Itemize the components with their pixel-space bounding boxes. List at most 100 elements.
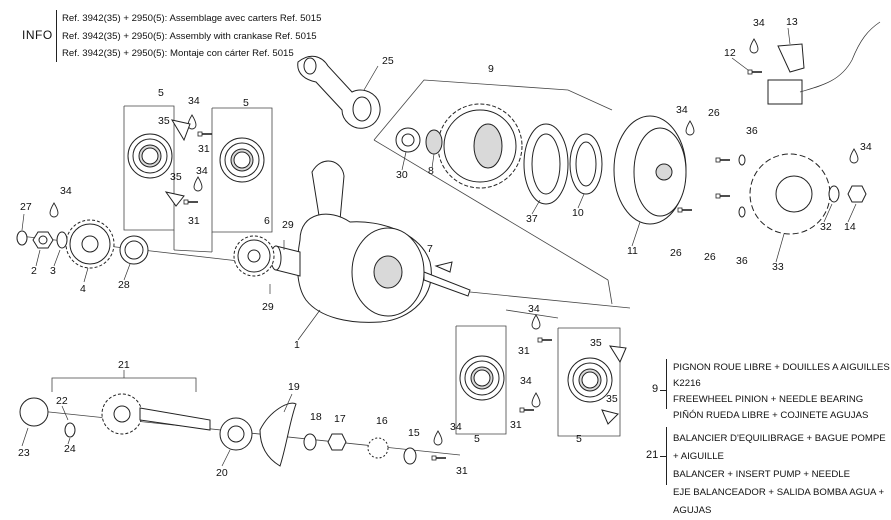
wiring bbox=[799, 21, 881, 93]
gear-6 bbox=[233, 235, 275, 277]
bearing-28 bbox=[119, 235, 149, 265]
callout-34-b: 34 bbox=[188, 95, 200, 107]
info-label: INFO bbox=[22, 28, 53, 42]
clip-35-a bbox=[170, 119, 191, 142]
callout-16: 16 bbox=[376, 415, 388, 427]
screw-31-c bbox=[537, 337, 553, 343]
crankshaft bbox=[270, 160, 471, 323]
callout-31-c: 31 bbox=[518, 345, 530, 357]
weight-19 bbox=[259, 402, 297, 467]
callout-26-c: 26 bbox=[704, 251, 716, 263]
callout-30: 30 bbox=[396, 169, 408, 181]
callout-5-c: 5 bbox=[474, 433, 480, 445]
legend-21-line-en: BALANCER + INSERT PUMP + NEEDLE bbox=[673, 469, 851, 480]
callout-9: 9 bbox=[488, 63, 494, 75]
callout-32: 32 bbox=[820, 221, 832, 233]
rotor-11 bbox=[613, 115, 687, 225]
callout-8: 8 bbox=[428, 165, 434, 177]
info-line-en: Ref. 3942(35) + 2950(5): Assembly with c… bbox=[62, 30, 317, 42]
connecting-rod-top bbox=[297, 55, 381, 129]
clip-35-d bbox=[601, 409, 619, 425]
callout-37: 37 bbox=[526, 213, 538, 225]
callout-31-e: 31 bbox=[456, 465, 468, 477]
callout-20: 20 bbox=[216, 467, 228, 479]
callout-25: 25 bbox=[382, 55, 394, 67]
assembly-bracket-21 bbox=[51, 377, 197, 392]
freewheel-37 bbox=[523, 123, 569, 205]
callout-34-i: 34 bbox=[450, 421, 462, 433]
callout-26-a: 26 bbox=[708, 107, 720, 119]
bearing-5-left-a bbox=[127, 133, 173, 179]
callout-35-a: 35 bbox=[158, 115, 170, 127]
sealant-drop-34-f bbox=[849, 148, 859, 164]
screw-26-a bbox=[715, 157, 731, 163]
screw-12 bbox=[747, 69, 763, 75]
screw-26-c bbox=[677, 207, 693, 213]
washer-36-b bbox=[738, 206, 746, 218]
seal-30 bbox=[395, 127, 421, 153]
callout-2: 2 bbox=[31, 265, 37, 277]
gear-16 bbox=[367, 437, 389, 459]
callout-34-g: 34 bbox=[528, 303, 540, 315]
ring-10 bbox=[569, 133, 603, 195]
sealant-drop-34-a bbox=[49, 202, 59, 218]
washer-3 bbox=[56, 231, 68, 249]
nut-17 bbox=[327, 433, 347, 451]
screw-31-d bbox=[519, 407, 535, 413]
screw-26-b bbox=[715, 193, 731, 199]
legend-21-bar bbox=[666, 427, 667, 485]
callout-17: 17 bbox=[334, 413, 346, 425]
callout-34-f: 34 bbox=[860, 141, 872, 153]
legend-21-line-fr: BALANCIER D'EQUILIBRAGE + BAGUE POMPE + … bbox=[673, 433, 886, 462]
callout-4: 4 bbox=[80, 283, 86, 295]
callout-5-d: 5 bbox=[576, 433, 582, 445]
callout-33: 33 bbox=[772, 261, 784, 273]
callout-35-c: 35 bbox=[590, 337, 602, 349]
sealant-drop-34-c bbox=[193, 176, 203, 192]
legend-9-lines: PIGNON ROUE LIBRE + DOUILLES A AIGUILLES… bbox=[673, 360, 891, 424]
callout-7: 7 bbox=[427, 243, 433, 255]
sprocket-9 bbox=[437, 103, 523, 189]
washer-32 bbox=[828, 185, 840, 203]
leader-lines bbox=[21, 27, 857, 467]
callout-29-a: 29 bbox=[282, 219, 294, 231]
bearing-20 bbox=[219, 417, 253, 451]
callout-10: 10 bbox=[572, 207, 584, 219]
legend-21-tick bbox=[660, 456, 666, 457]
callout-21: 21 bbox=[118, 359, 130, 371]
callout-31-b: 31 bbox=[188, 215, 200, 227]
callout-11: 11 bbox=[627, 245, 638, 257]
screw-31-e bbox=[431, 455, 447, 461]
callout-13: 13 bbox=[786, 16, 798, 28]
callout-34-a: 34 bbox=[60, 185, 72, 197]
needle-bearing-8 bbox=[425, 129, 443, 155]
callout-14: 14 bbox=[844, 221, 856, 233]
callout-12: 12 bbox=[724, 47, 736, 59]
washer-18 bbox=[303, 433, 317, 451]
sealant-drop-34-h bbox=[531, 392, 541, 408]
callout-36-b: 36 bbox=[736, 255, 748, 267]
stator-33 bbox=[749, 153, 831, 235]
ring-27 bbox=[16, 230, 28, 246]
assembly-box-center-shaft bbox=[373, 79, 613, 305]
washer-36-a bbox=[738, 154, 746, 166]
info-lines: Ref. 3942(35) + 2950(5): Assemblage avec… bbox=[62, 10, 321, 63]
legend-9-number: 9 bbox=[652, 383, 659, 395]
assembly-box-left-bearings bbox=[123, 105, 273, 253]
callout-34-c: 34 bbox=[196, 165, 208, 177]
nut-2 bbox=[32, 231, 54, 249]
callout-18: 18 bbox=[310, 411, 322, 423]
sealant-drop-34-i bbox=[433, 430, 443, 446]
info-line-fr: Ref. 3942(35) + 2950(5): Assemblage avec… bbox=[62, 13, 322, 24]
callout-3: 3 bbox=[50, 265, 56, 277]
gear-4 bbox=[65, 219, 115, 269]
legend-9-bar bbox=[666, 359, 667, 409]
clip-35-b bbox=[164, 191, 185, 207]
legend-21-number: 21 bbox=[646, 449, 659, 461]
callout-1: 1 bbox=[294, 339, 300, 351]
callout-labels: 1 2 3 4 5 5 5 5 6 7 8 9 10 11 12 13 14 1… bbox=[18, 16, 872, 479]
callout-5-b: 5 bbox=[243, 97, 249, 109]
pickup-coil bbox=[767, 79, 803, 105]
legend-9-line-es: PIÑÓN RUEDA LIBRE + COJINETE AGUJAS bbox=[673, 410, 869, 421]
callout-34-h: 34 bbox=[520, 375, 532, 387]
